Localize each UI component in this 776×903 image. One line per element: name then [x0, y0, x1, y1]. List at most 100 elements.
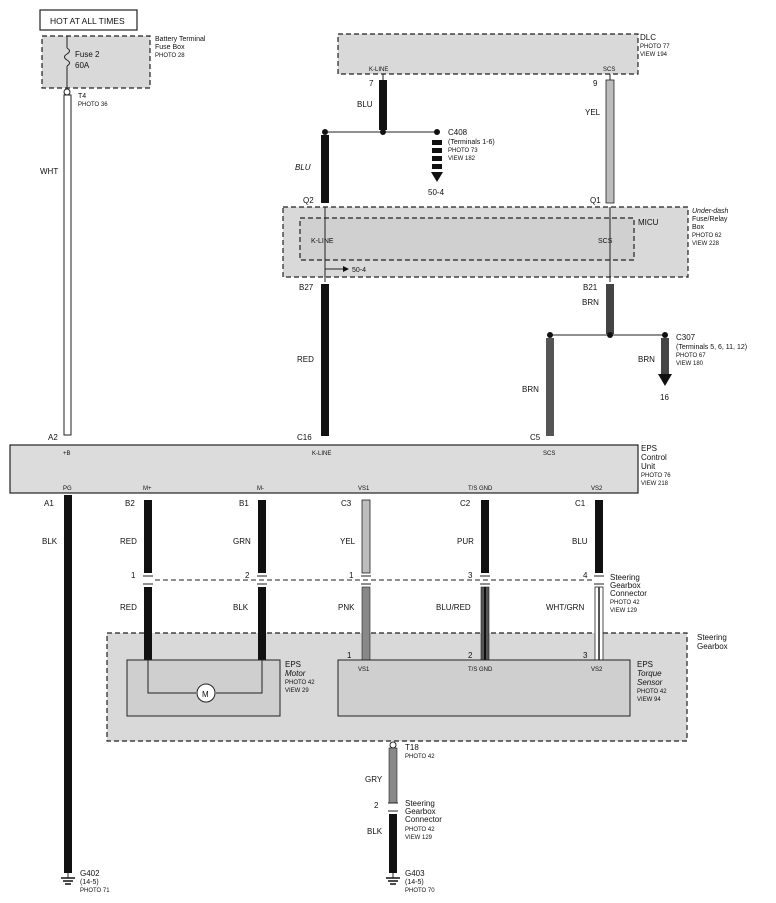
lower-connector-title-1: Steering — [405, 799, 435, 808]
red-wire-b27-label: RED — [297, 355, 314, 364]
gearbox-connector-title-1: Steering — [610, 573, 640, 582]
blu-wire-q2-label: BLU — [295, 163, 311, 172]
t18-photo: PHOTO 42 — [405, 754, 435, 760]
fuse-relay-view: VIEW 228 — [692, 241, 720, 247]
g403-ground-icon — [386, 873, 400, 885]
blu-red-wire-label: BLU/RED — [436, 603, 471, 612]
t4-photo: PHOTO 36 — [78, 102, 108, 108]
t18-name: T18 — [405, 743, 419, 752]
fuse-relay-title-1: Under-dash — [692, 208, 729, 215]
fuse-2-rating: 60A — [75, 61, 90, 70]
hot-label: HOT AT ALL TIMES — [50, 16, 125, 26]
blu-wire-dlc — [379, 80, 387, 130]
battery-box-title-1: Battery Terminal — [155, 36, 206, 43]
red-wire-b27 — [321, 284, 329, 436]
eps-unit-title-2: Control — [641, 453, 667, 462]
eps-pin-c1: C1 — [575, 499, 586, 508]
eps-pin-c16: C16 — [297, 433, 312, 442]
blk-wire-motor — [258, 587, 266, 662]
torque-sensor-photo: PHOTO 42 — [637, 689, 667, 695]
gearbox-connector-title-2: Gearbox — [610, 581, 641, 590]
torque-sensor-box — [337, 659, 631, 717]
c307-photo: PHOTO 67 — [676, 353, 706, 359]
g403-photo: PHOTO 70 — [405, 888, 435, 894]
blu-wire-q2 — [321, 135, 329, 203]
connector-pin-4-sensor: 4 — [583, 571, 588, 580]
t4-name: T4 — [78, 93, 86, 100]
g402-ground-icon — [61, 873, 75, 885]
dlc-scs-label: SCS — [603, 67, 615, 73]
grn-wire-b1-label: GRN — [233, 537, 251, 546]
micu-scs: SCS — [598, 238, 613, 245]
eps-term-b-plus: +B — [63, 451, 71, 457]
eps-term-ts-gnd: T/S GND — [468, 486, 493, 492]
eps-term-vs2: VS2 — [591, 486, 603, 492]
torque-pin-3: 3 — [583, 651, 588, 660]
torque-term-ts-gnd: T/S GND — [468, 667, 493, 673]
gearbox-connector-view: VIEW 129 — [610, 608, 638, 614]
blu-wire-c1-label: BLU — [572, 537, 588, 546]
ref-50-4-arrow — [343, 266, 349, 272]
connector-pin-3-sensor: 3 — [468, 571, 473, 580]
battery-box-photo: PHOTO 28 — [155, 53, 185, 59]
micu-kline: K-LINE — [311, 238, 334, 245]
steering-gearbox-title-2: Gearbox — [697, 642, 728, 651]
eps-pin-c5: C5 — [530, 433, 541, 442]
brn-wire-c5-label: BRN — [522, 385, 539, 394]
eps-unit-title-3: Unit — [641, 462, 656, 471]
lower-connector-photo: PHOTO 42 — [405, 827, 435, 833]
g402-ref: (14-5) — [80, 879, 99, 886]
torque-sensor-title-1: EPS — [637, 660, 653, 669]
t18-terminal — [389, 741, 397, 749]
yel-wire-c3-label: YEL — [340, 537, 356, 546]
lower-connector-title-3: Connector — [405, 815, 442, 824]
eps-unit-view: VIEW 218 — [641, 481, 669, 487]
blk-wire-motor-label: BLK — [233, 603, 249, 612]
splice-left — [322, 129, 328, 135]
blk-wire-a1-label: BLK — [42, 537, 58, 546]
torque-term-vs1: VS1 — [358, 667, 370, 673]
eps-pin-c2: C2 — [460, 499, 471, 508]
motor-symbol — [196, 683, 216, 703]
t4-terminal — [63, 88, 71, 96]
gry-wire-label: GRY — [365, 775, 383, 784]
pur-wire-c2-label: PUR — [457, 537, 474, 546]
blk-wire-g403-label: BLK — [367, 827, 383, 836]
fuse-relay-pin-q1: Q1 — [590, 196, 601, 205]
pnk-wire — [361, 586, 371, 663]
eps-pin-a1: A1 — [44, 499, 54, 508]
connector-pin-1-motor: 1 — [131, 571, 136, 580]
hot-label-box — [39, 9, 138, 31]
gearbox-connector-title-3: Connector — [610, 589, 647, 598]
c408-view: VIEW 182 — [448, 156, 476, 162]
dlc-view: VIEW 194 — [640, 52, 668, 58]
red-wire-b2 — [144, 500, 152, 573]
splice-c5 — [547, 332, 553, 338]
eps-term-pg: PG — [63, 486, 72, 492]
yel-wire-dlc — [605, 79, 615, 204]
c307-terms: (Terminals 5, 6, 11, 12) — [676, 344, 747, 351]
eps-term-m-plus: M+ — [143, 486, 152, 492]
fuse-relay-title-3: Box — [692, 224, 705, 231]
battery-fuse-box — [41, 35, 151, 89]
c408-photo: PHOTO 73 — [448, 148, 478, 154]
fuse-relay-pin-q2: Q2 — [303, 196, 314, 205]
micu-label: MICU — [638, 218, 659, 227]
eps-unit-photo: PHOTO 76 — [641, 473, 671, 479]
eps-motor-view: VIEW 29 — [285, 688, 309, 694]
brn-wire-b21 — [606, 284, 614, 334]
micu-box — [299, 217, 635, 261]
gearbox-connector-photo: PHOTO 42 — [610, 600, 640, 606]
eps-motor-photo: PHOTO 42 — [285, 680, 315, 686]
red-wire-motor-label: RED — [120, 603, 137, 612]
eps-pin-c3: C3 — [341, 499, 352, 508]
lower-connector-pin: 2 — [374, 801, 379, 810]
fuse-2-symbol — [64, 47, 70, 67]
torque-pin-2: 2 — [468, 651, 473, 660]
fuse-relay-photo: PHOTO 62 — [692, 233, 722, 239]
dlc-title: DLC — [640, 33, 656, 42]
torque-sensor-title-3: Sensor — [637, 678, 663, 687]
torque-sensor-view: VIEW 94 — [637, 697, 661, 703]
eps-term-m-minus: M- — [257, 486, 264, 492]
